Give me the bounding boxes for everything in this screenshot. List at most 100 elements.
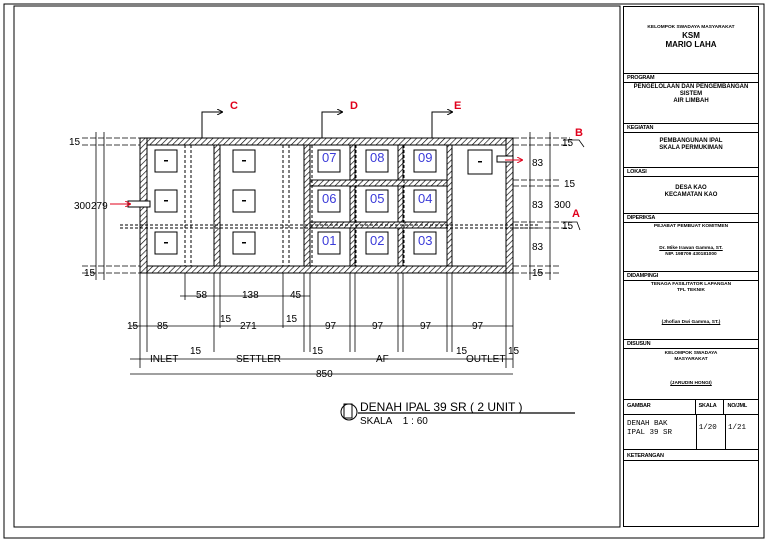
drawing-name-1: DENAH BAK <box>627 420 668 428</box>
dim-left-300: 300 <box>74 201 91 212</box>
outlet-pipe <box>496 155 514 163</box>
dims-right <box>513 132 570 280</box>
chamber-07: 07 <box>322 150 336 165</box>
dim-15-e: 15 <box>312 346 324 357</box>
dim-58: 58 <box>196 290 208 301</box>
dim-45: 45 <box>290 290 302 301</box>
dim-right-83b: 83 <box>532 200 544 211</box>
section-e: E <box>454 100 461 112</box>
location-line-2: KECAMATAN KAO <box>664 192 718 198</box>
facilitator-section: DIDAMPINGI TENAGA FASILITATOR LAPANGAN T… <box>624 271 758 339</box>
facilitator-body: TENAGA FASILITATOR LAPANGAN TFL TEKNIK (… <box>624 280 758 326</box>
dim-85: 85 <box>157 321 169 332</box>
program-label: PROGRAM <box>627 75 655 81</box>
dim-15-f: 15 <box>456 346 468 357</box>
activity-body: PEMBANGUNAN IPAL SKALA PERMUKIMAN <box>624 132 758 152</box>
ppk-nip: NIP. 198709 430181000 <box>665 252 717 257</box>
activity-label: KEGIATAN <box>627 125 654 131</box>
ppk-body: PEJABAT PEMBUAT KOMITMEN Dr. Mike Irawan… <box>624 222 758 258</box>
dim-97-a: 97 <box>325 321 337 332</box>
side-a: A <box>572 208 580 220</box>
dim-138: 138 <box>242 290 259 301</box>
wall-inlet-settler <box>213 144 221 267</box>
tank-plan <box>120 137 540 274</box>
dim-right-15d: 15 <box>532 268 544 279</box>
zone-inlet: INLET <box>150 354 178 365</box>
zone-settler: SETTLER <box>236 354 281 365</box>
chamber-08: 08 <box>370 150 384 165</box>
org-section: KELOMPOK SWADAYA MASYARAKAT KSM MARIO LA… <box>624 25 758 49</box>
chamber-01: 01 <box>322 233 336 248</box>
org-line-3: MARIO LAHA <box>665 40 717 49</box>
dim-left-279: 279 <box>91 201 108 212</box>
drawing-sheet-cell: 1/21 <box>727 424 746 432</box>
title-block: KELOMPOK SWADAYA MASYARAKAT KSM MARIO LA… <box>623 6 759 527</box>
location-body: DESA KAO KECAMATAN KAO <box>624 176 758 199</box>
facilitator-label: DIDAMPINGI <box>627 273 659 279</box>
drawing-info-header: GAMBAR SKALA NO/JML <box>624 400 758 415</box>
drawing-name-cell: DENAH BAK IPAL 39 SR <box>624 415 697 450</box>
chamber-02: 02 <box>370 233 384 248</box>
chamber-04: 04 <box>418 191 432 206</box>
location-line-1: DESA KAO <box>675 185 707 191</box>
chamber-06: 06 <box>322 191 336 206</box>
wall-top <box>139 137 514 146</box>
dim-97-b: 97 <box>372 321 384 332</box>
chamber-05: 05 <box>370 191 384 206</box>
dim-15-a: 15 <box>127 321 139 332</box>
col-skala: SKALA <box>696 400 725 414</box>
dim-right-15a: 15 <box>562 138 574 149</box>
dim-left-15b: 15 <box>84 268 96 279</box>
chamber-09: 09 <box>418 150 432 165</box>
designer-body: KELOMPOK SWADAYA MASYARAKAT (JARUDIN HON… <box>624 348 758 387</box>
dim-97-d: 97 <box>472 321 484 332</box>
designer-name: (JARUDIN HONGI) <box>670 381 712 386</box>
dim-total-850: 850 <box>316 369 333 380</box>
ppk-section: DIPERIKSA PEJABAT PEMBUAT KOMITMEN Dr. M… <box>624 213 758 271</box>
program-section: PROGRAM PENGELOLAAN DAN PENGEMBANGAN SIS… <box>624 73 758 123</box>
program-line-2: SISTEM <box>679 91 703 97</box>
facilitator-line-2: TFL TEKNIK <box>677 288 705 293</box>
inlet-pipe <box>127 200 151 208</box>
drawing-title-text: DENAH IPAL 39 SR ( 2 UNIT ) <box>360 400 523 414</box>
wall-af-outlet <box>446 144 453 267</box>
notes-section: KETERANGAN <box>624 449 758 526</box>
org-line-2: KSM <box>682 31 700 40</box>
dims-bottom <box>130 273 514 375</box>
dim-15-d: 15 <box>190 346 202 357</box>
dim-right-83c: 83 <box>532 242 544 253</box>
dim-right-15c: 15 <box>562 221 574 232</box>
dim-15-b: 15 <box>220 314 232 325</box>
dim-271: 271 <box>240 321 257 332</box>
side-b: B <box>575 127 583 139</box>
wall-af-h1 <box>309 179 448 187</box>
drawing-name-2: IPAL 39 SR <box>627 429 673 437</box>
location-section: LOKASI DESA KAO KECAMATAN KAO <box>624 167 758 213</box>
ppk-name: Dr. Mike Irawan Gamma, ST. <box>659 246 723 251</box>
designer-line-2: MASYARAKAT <box>674 357 708 362</box>
notes-label: KETERANGAN <box>624 450 758 461</box>
drawing-scale-text: SKALA 1 : 60 <box>360 416 428 427</box>
zone-outlet: OUTLET <box>466 354 505 365</box>
program-line-1: PENGELOLAAN DAN PENGEMBANGAN <box>633 84 749 90</box>
section-d: D <box>350 100 358 112</box>
facilitator-line-1: TENAGA FASILITATOR LAPANGAN <box>650 282 732 287</box>
section-markers: C D E B A <box>110 100 585 231</box>
zone-af: AF <box>376 354 389 365</box>
col-nojml: NO/JML <box>727 403 748 409</box>
drawing-info-section: GAMBAR SKALA NO/JML DENAH BAK IPAL 39 SR… <box>624 399 758 450</box>
org-line-1: KELOMPOK SWADAYA MASYARAKAT <box>647 25 735 30</box>
chamber-03: 03 <box>418 233 432 248</box>
drawing-title: DENAH IPAL 39 SR ( 2 UNIT ) SKALA 1 : 60 <box>340 400 575 427</box>
wall-right <box>505 137 514 274</box>
wall-settler-af <box>303 144 311 267</box>
drawing-info-row: DENAH BAK IPAL 39 SR 1/20 1/21 <box>624 415 758 450</box>
designer-section: DISUSUN KELOMPOK SWADAYA MASYARAKAT (JAR… <box>624 339 758 399</box>
location-label: LOKASI <box>627 169 647 175</box>
activity-section: KEGIATAN PEMBANGUNAN IPAL SKALA PERMUKIM… <box>624 123 758 167</box>
ppk-title: PEJABAT PEMBUAT KOMITMEN <box>653 224 729 229</box>
drawing-scale-cell: 1/20 <box>697 415 726 450</box>
dim-right-300: 300 <box>554 200 571 211</box>
wall-bottom <box>139 265 514 274</box>
dim-right-15b: 15 <box>564 179 576 190</box>
